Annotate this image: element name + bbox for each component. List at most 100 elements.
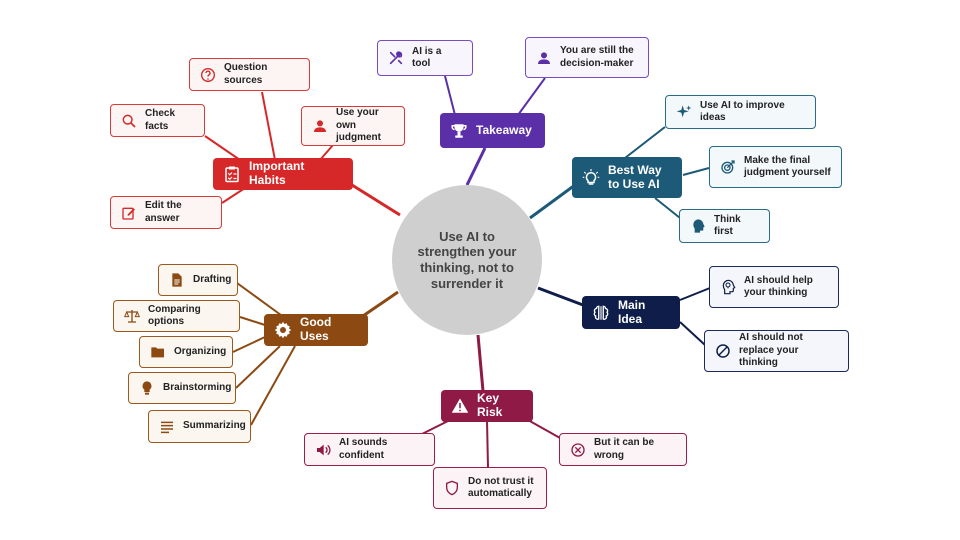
leaf-ai-is-a-tool[interactable]: AI is a tool xyxy=(377,40,473,76)
user-icon xyxy=(536,50,552,66)
leaf-comparing[interactable]: Comparing options xyxy=(113,300,240,332)
leaf-label: AI sounds confident xyxy=(339,437,388,461)
leaf-summarizing[interactable]: Summarizing xyxy=(148,410,251,443)
branch-key-risk[interactable]: Key Risk xyxy=(441,390,533,422)
leaf-label: You are still the decision-maker xyxy=(560,45,634,69)
leaf-question-sources[interactable]: Question sources xyxy=(189,58,310,91)
folder-icon xyxy=(150,344,166,360)
leaf-label: Use your own judgment xyxy=(336,107,381,144)
leaf-label: Comparing options xyxy=(148,303,201,328)
connector-takeaway xyxy=(465,147,487,186)
branch-label: Good Uses xyxy=(300,315,332,343)
connector-leaf xyxy=(444,75,456,116)
leaf-label: AI is a tool xyxy=(412,45,442,70)
leaf-label: Use AI to improve ideas xyxy=(700,99,785,124)
branch-label: Important Habits xyxy=(249,159,305,187)
leaf-decision-maker[interactable]: You are still the decision-maker xyxy=(525,37,649,78)
ban-icon xyxy=(715,343,731,359)
leaf-label: Summarizing xyxy=(183,420,246,432)
leaf-label: AI should help your thinking xyxy=(744,274,813,299)
connector-best-way xyxy=(529,183,576,220)
branch-label: Key Risk xyxy=(477,391,503,419)
connector-leaf xyxy=(236,282,286,319)
branch-important-habits[interactable]: Important Habits xyxy=(213,158,353,190)
connector-good-uses xyxy=(359,290,399,320)
leaf-label: Question sources xyxy=(224,62,268,86)
connector-leaf xyxy=(235,345,281,389)
leaf-edit-answer[interactable]: Edit the answer xyxy=(110,196,222,229)
leaf-not-replace[interactable]: AI should not replace your thinking xyxy=(704,330,849,372)
branch-label: Main Idea xyxy=(618,297,646,326)
leaf-improve-ideas[interactable]: Use AI to improve ideas xyxy=(665,95,816,129)
connector-leaf xyxy=(319,144,334,161)
leaf-label: Check facts xyxy=(145,108,176,132)
lightbulb-icon xyxy=(582,168,600,187)
scale-icon xyxy=(124,308,140,324)
sparkle-icon xyxy=(676,104,692,120)
x-circle-icon xyxy=(570,442,586,458)
branch-best-way[interactable]: Best Way to Use AI xyxy=(572,157,682,198)
connector-leaf xyxy=(679,321,706,346)
head-bulb-icon xyxy=(720,279,736,295)
head-icon xyxy=(690,218,706,234)
tools-icon xyxy=(388,50,404,66)
warning-icon xyxy=(451,397,469,415)
bulb-icon xyxy=(139,380,155,396)
leaf-label: Think first xyxy=(714,213,741,238)
branch-label: Takeaway xyxy=(476,122,532,137)
connector-leaf xyxy=(250,345,296,426)
connector-leaf xyxy=(239,316,266,326)
branch-main-idea[interactable]: Main Idea xyxy=(582,296,680,329)
connector-leaf xyxy=(232,336,266,353)
leaf-check-facts[interactable]: Check facts xyxy=(110,104,205,137)
branch-good-uses[interactable]: Good Uses xyxy=(264,314,368,346)
leaf-label: Brainstorming xyxy=(163,381,232,393)
target-icon xyxy=(720,159,736,175)
connector-leaf xyxy=(204,135,241,161)
leaf-sounds-confident[interactable]: AI sounds confident xyxy=(304,433,435,466)
lines-icon xyxy=(159,419,175,435)
leaf-label: Organizing xyxy=(174,345,227,357)
connector-leaf xyxy=(682,167,710,176)
connector-leaf xyxy=(486,419,489,469)
leaf-label: AI should not replace your thinking xyxy=(739,332,803,369)
edit-icon xyxy=(121,205,137,221)
gear-icon xyxy=(274,321,292,339)
brain-icon xyxy=(592,304,610,322)
leaf-label: Edit the answer xyxy=(145,200,182,224)
connector-leaf xyxy=(419,419,451,436)
central-topic: Use AI to strengthen your thinking, not … xyxy=(392,185,542,335)
leaf-own-judgment[interactable]: Use your own judgment xyxy=(301,106,405,146)
connector-leaf xyxy=(624,126,666,159)
leaf-drafting[interactable]: Drafting xyxy=(158,264,238,296)
connector-leaf xyxy=(527,419,561,439)
leaf-label: Drafting xyxy=(193,273,232,285)
user-icon xyxy=(312,118,328,134)
shield-icon xyxy=(444,480,460,496)
trophy-icon xyxy=(450,122,468,140)
leaf-help-thinking[interactable]: AI should help your thinking xyxy=(709,266,839,308)
question-icon xyxy=(200,67,216,83)
leaf-final-judgment[interactable]: Make the final judgment yourself xyxy=(709,146,842,188)
branch-label: Best Way to Use AI xyxy=(608,162,662,191)
connector-leaf xyxy=(679,287,711,301)
leaf-do-not-trust[interactable]: Do not trust it automatically xyxy=(433,467,547,509)
leaf-think-first[interactable]: Think first xyxy=(679,209,770,243)
leaf-label: Make the final judgment yourself xyxy=(744,154,831,179)
connector-leaf xyxy=(261,91,276,161)
clipboard-icon xyxy=(223,165,241,183)
leaf-organizing[interactable]: Organizing xyxy=(139,336,233,368)
leaf-brainstorming[interactable]: Brainstorming xyxy=(128,372,236,404)
connector-key-risk xyxy=(476,334,485,392)
leaf-label: But it can be wrong xyxy=(594,437,655,461)
leaf-label: Do not trust it automatically xyxy=(468,475,534,500)
speaker-icon xyxy=(315,442,331,458)
document-icon xyxy=(169,272,185,288)
connector-leaf xyxy=(517,77,546,116)
branch-takeaway[interactable]: Takeaway xyxy=(440,113,545,148)
leaf-can-be-wrong[interactable]: But it can be wrong xyxy=(559,433,687,466)
connector-leaf xyxy=(654,197,681,219)
connector-main-idea xyxy=(537,286,584,307)
